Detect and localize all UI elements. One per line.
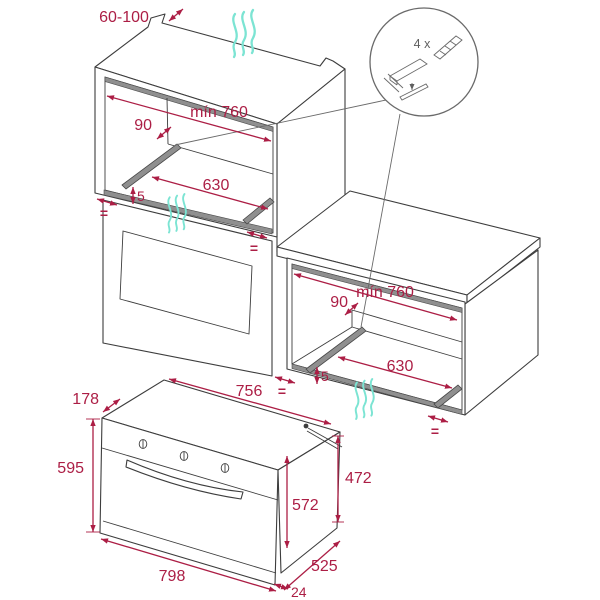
dim-label-body-height: 472 bbox=[345, 470, 372, 487]
dim-label-rail-offset: 90 bbox=[330, 294, 348, 311]
detail-circle: 4 x bbox=[174, 7, 479, 328]
oven-dimensions: 178 595 756 472 572 798 24 525 bbox=[57, 378, 372, 600]
dim-label-equal-left: = bbox=[278, 383, 286, 399]
dim-label-rear-top-gap: 60-100 bbox=[99, 9, 149, 26]
dim-label-door-thickness: 24 bbox=[291, 584, 307, 600]
dim-label-rail-span: 630 bbox=[203, 177, 230, 194]
adhesive-strip-icon bbox=[433, 35, 463, 60]
dim-label-body-depth: 525 bbox=[311, 558, 338, 575]
niche1-left-rail bbox=[121, 143, 182, 190]
oven-knob-icon bbox=[220, 463, 230, 473]
vent-steam-icon bbox=[232, 8, 256, 59]
oven-knob-icon bbox=[138, 439, 148, 449]
strip-quantity-label: 4 x bbox=[414, 37, 431, 51]
dim-label-top-depth: 178 bbox=[72, 391, 99, 408]
oven-control-panel-seam bbox=[101, 447, 279, 501]
wall-cabinet-door-panel bbox=[119, 230, 253, 335]
dim-line-front-width bbox=[100, 538, 277, 592]
strip-mounting-icon bbox=[383, 58, 429, 101]
dim-label-niche-width: mín 760 bbox=[356, 284, 414, 301]
dim-label-front-width: 798 bbox=[159, 568, 186, 585]
oven-knob-icon bbox=[179, 451, 189, 461]
dim-line-rail-span bbox=[151, 176, 269, 210]
dim-line-body-depth bbox=[283, 540, 341, 591]
wall-cabinet-door bbox=[102, 199, 273, 377]
niche2-left-rail bbox=[305, 326, 367, 374]
niche1-front-trim bbox=[103, 189, 273, 235]
dim-line-niche-width bbox=[106, 95, 272, 142]
niche2-right-rail bbox=[433, 384, 463, 409]
dim-label-rail-height: 5 bbox=[137, 188, 145, 204]
oven-body-right-face bbox=[277, 431, 341, 574]
dim-line-equal-right bbox=[427, 415, 449, 423]
niche2-floor-left-edge bbox=[291, 326, 353, 365]
dim-label-niche-width: mín 760 bbox=[190, 104, 248, 121]
niche2-front-trim bbox=[291, 363, 463, 415]
niche2-floor-back-edge bbox=[351, 326, 463, 360]
dim-label-rail-span: 630 bbox=[387, 358, 414, 375]
dim-line-rear-top-gap bbox=[168, 8, 184, 22]
dim-line-rail-span bbox=[337, 356, 453, 389]
oven bbox=[99, 379, 343, 586]
dim-label-front-height: 595 bbox=[57, 460, 84, 477]
niche1-floor-back-edge bbox=[167, 143, 274, 175]
dim-label-rail-height: 5 bbox=[321, 368, 329, 384]
dim-line-equal-right bbox=[246, 231, 268, 239]
dim-label-door-inner-height: 572 bbox=[292, 497, 319, 514]
dim-label-equal-left: = bbox=[100, 205, 108, 221]
counter-right-edge bbox=[466, 237, 541, 305]
oven-door-handle bbox=[125, 459, 244, 500]
dim-line-niche-width bbox=[293, 273, 458, 321]
dim-label-equal-right: = bbox=[431, 423, 439, 439]
dim-line-rail-offset bbox=[156, 126, 172, 140]
dim-line-equal-left bbox=[96, 198, 118, 206]
dim-label-body-width: 756 bbox=[236, 383, 263, 400]
dim-line-rail-offset bbox=[344, 302, 359, 316]
dim-label-equal-right: = bbox=[250, 240, 258, 256]
dim-line-top-depth bbox=[102, 398, 121, 413]
wall-cabinet-dimensions: 60-100 mín 760 90 630 5 = = bbox=[96, 8, 272, 256]
dim-label-rail-offset: 90 bbox=[134, 117, 152, 134]
dim-line-body-width bbox=[168, 378, 332, 425]
